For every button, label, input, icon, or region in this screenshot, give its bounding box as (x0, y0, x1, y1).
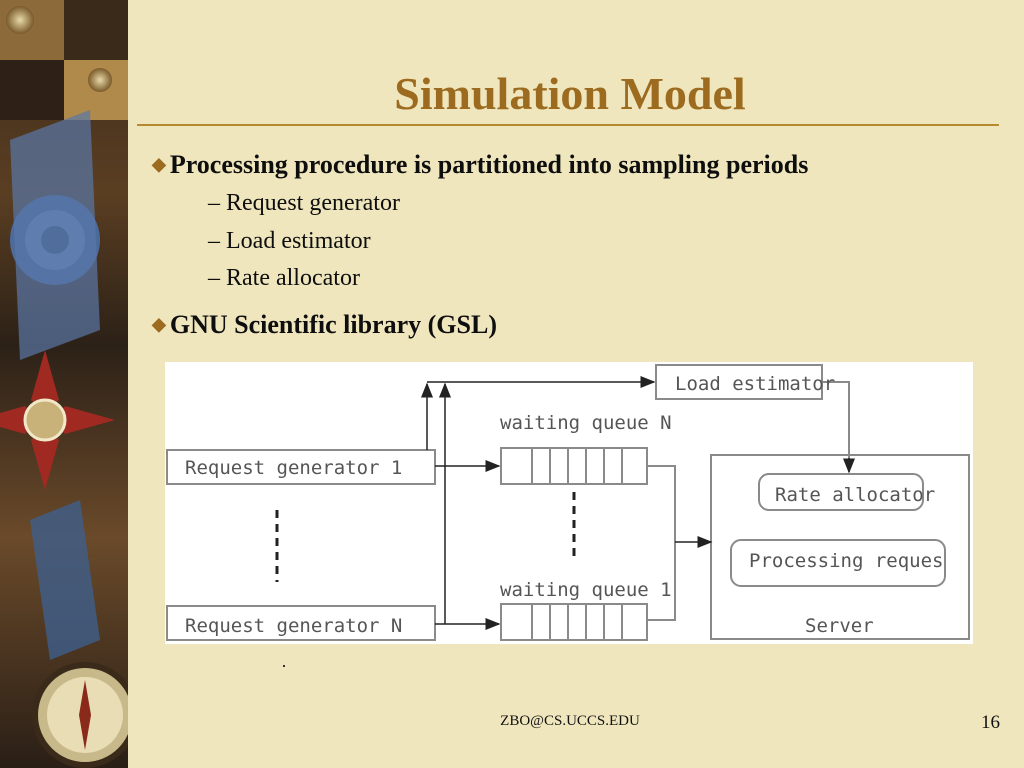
processing-box (730, 539, 946, 587)
title-divider (137, 124, 999, 126)
request-generator-1-box (166, 449, 436, 485)
sidebar-decoration (0, 0, 128, 768)
processing-label: Processing reques (749, 550, 943, 572)
footer-email: ZBO@CS.UCCS.EDU (500, 713, 640, 729)
bullet-item: ◆Processing procedure is partitioned int… (152, 148, 808, 181)
request-generator-1-label: Request generator 1 (185, 457, 402, 479)
bullet-item: ◆GNU Scientific library (GSL) (152, 308, 497, 341)
waiting-queue-1-label: waiting queue 1 (500, 579, 672, 601)
diamond-bullet-icon: ◆ (152, 154, 166, 174)
load-estimator-label: Load estimator (675, 373, 835, 395)
server-label: Server (805, 615, 874, 637)
request-generator-n-box (166, 605, 436, 641)
waiting-queue-1 (500, 603, 648, 641)
page-number: 16 (981, 712, 1000, 733)
waiting-queue-n-label: waiting queue N (500, 412, 672, 434)
slide-title: Simulation Model (394, 68, 746, 119)
server-box (710, 454, 970, 640)
bullet-text: GNU Scientific library (GSL) (169, 310, 497, 339)
simulation-diagram: Load estimator waiting queue N Request g… (165, 362, 973, 644)
rate-allocator-box (758, 473, 924, 511)
sub-bullet-item: – Load estimator (208, 228, 371, 254)
medal-collage-icon (0, 0, 128, 768)
waiting-queue-n (500, 447, 648, 485)
rate-allocator-label: Rate allocator (775, 484, 935, 506)
bullet-text: Processing procedure is partitioned into… (169, 150, 809, 179)
request-generator-n-label: Request generator N (185, 615, 402, 637)
sub-bullet-item: – Request generator (208, 190, 400, 216)
diamond-bullet-icon: ◆ (152, 314, 166, 334)
stray-dot (283, 665, 285, 667)
sub-bullet-item: – Rate allocator (208, 265, 360, 291)
